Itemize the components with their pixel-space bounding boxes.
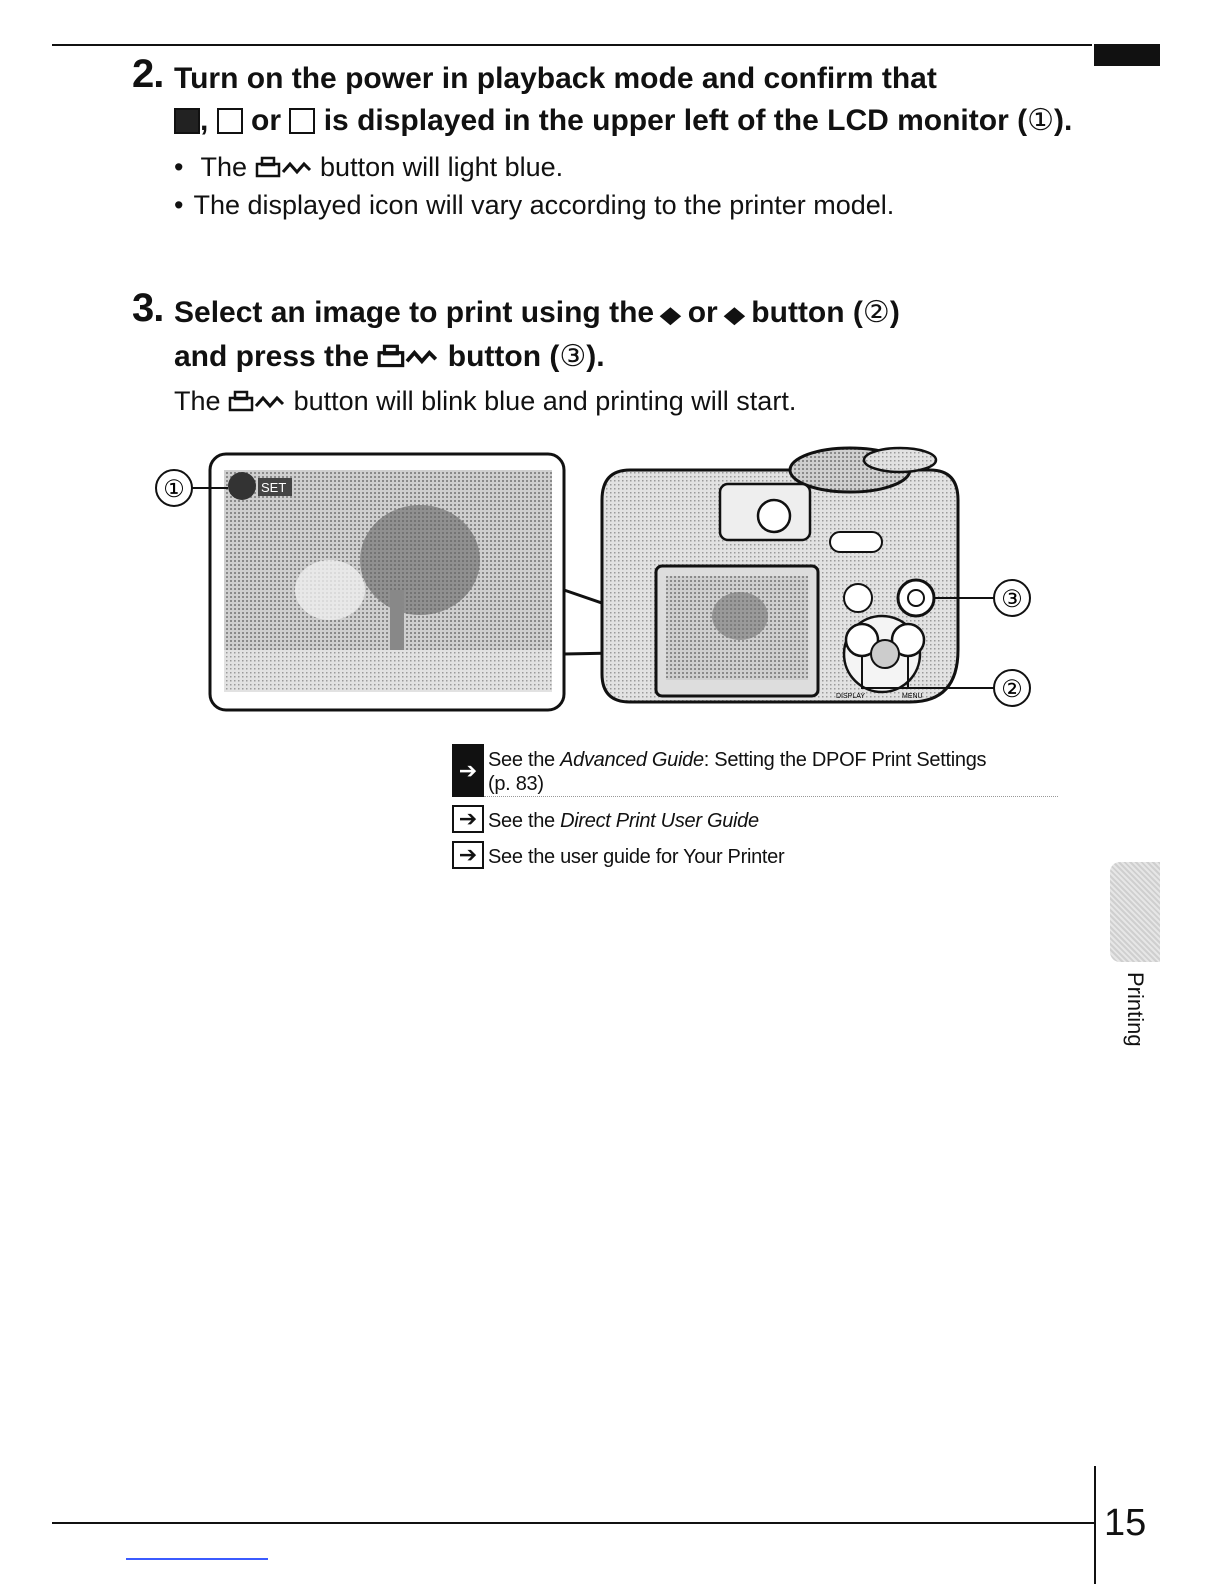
step-3-body: The button will blink blue and printing …	[174, 386, 797, 416]
chapter-tab[interactable]	[1110, 862, 1160, 962]
callout-2-label: ②	[1001, 676, 1023, 703]
camera-back: DISPLAY MENU	[600, 446, 960, 704]
right-arrow-icon: ◆	[724, 302, 745, 327]
display-button-label: DISPLAY	[836, 693, 865, 700]
pictbridge-icon	[174, 108, 200, 134]
arrow-right-icon: ➔	[452, 805, 484, 833]
list-item: The displayed icon will vary according t…	[174, 186, 1082, 224]
callout-3-label: ③	[1001, 586, 1023, 613]
bottom-rule	[52, 1522, 1096, 1524]
top-rule	[52, 44, 1092, 46]
step-2: 2. Turn on the power in playback mode an…	[132, 52, 1082, 224]
photo-printer-icon	[289, 108, 316, 134]
callout-1-label: ①	[163, 476, 185, 503]
step-number: 3.	[132, 286, 164, 330]
cross-references: ➔ See the Advanced Guide: Setting the DP…	[452, 744, 1064, 877]
list-item: The button will light blue.	[174, 148, 1082, 186]
step-3: 3. Select an image to print using the ◆ …	[132, 286, 1082, 420]
print-share-icon	[228, 390, 285, 412]
menu-button-label: MENU	[902, 693, 923, 700]
ref-direct-print-guide[interactable]: ➔ See the Direct Print User Guide	[452, 805, 1064, 833]
lcd-badge: SET	[261, 480, 286, 495]
left-arrow-icon: ◆	[660, 302, 682, 327]
ref-advanced-guide[interactable]: ➔ See the Advanced Guide: Setting the DP…	[452, 744, 1064, 797]
print-share-icon	[255, 156, 311, 178]
step-2-notes: The button will light blue. The displaye…	[174, 148, 1082, 224]
footer-divider	[1094, 1466, 1096, 1584]
chapter-marker	[1094, 44, 1160, 66]
page-number: 15	[1104, 1502, 1147, 1544]
step-title: Select an image to print using the ◆ or …	[174, 296, 900, 373]
canon-printer-icon	[216, 108, 243, 134]
arrow-right-icon: ➔	[452, 841, 484, 869]
step-number: 2.	[132, 52, 164, 96]
ref-printer-guide[interactable]: ➔ See the user guide for Your Printer	[452, 841, 1064, 869]
camera-illustration: SET ① DISPLAY MENU ③ ②	[155, 446, 1031, 712]
step-title: Turn on the power in playback mode and c…	[174, 62, 1073, 137]
lcd-closeup: SET	[208, 452, 566, 712]
link-underline	[126, 1558, 268, 1560]
chapter-tab-label: Printing	[1123, 972, 1148, 1047]
print-share-icon	[377, 344, 438, 368]
arrow-right-icon: ➔	[452, 744, 484, 797]
